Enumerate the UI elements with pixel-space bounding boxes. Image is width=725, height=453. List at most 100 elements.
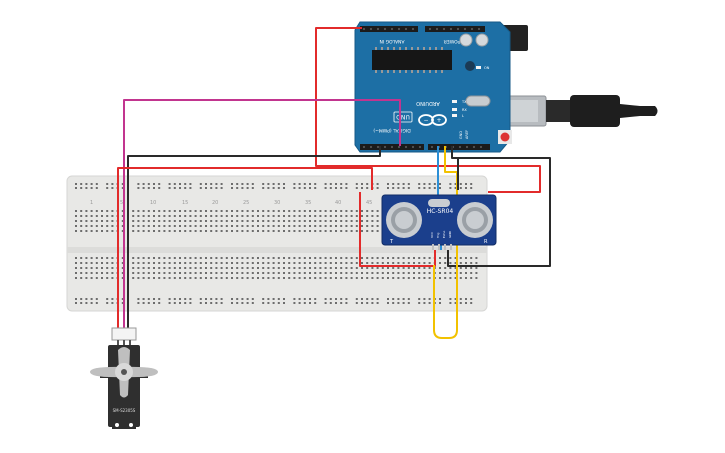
breadboard-hole[interactable] — [350, 272, 353, 274]
breadboard-hole[interactable] — [132, 225, 135, 227]
breadboard-hole[interactable] — [407, 277, 410, 279]
breadboard-hole[interactable] — [137, 225, 140, 227]
breadboard-hole[interactable] — [272, 220, 275, 222]
breadboard-hole[interactable] — [236, 272, 239, 274]
breadboard-hole[interactable] — [267, 298, 270, 300]
breadboard-hole[interactable] — [355, 225, 358, 227]
breadboard-hole[interactable] — [153, 262, 155, 264]
breadboard-hole[interactable] — [80, 187, 83, 189]
breadboard-hole[interactable] — [179, 272, 181, 274]
breadboard-hole[interactable] — [470, 298, 473, 300]
breadboard-hole[interactable] — [95, 277, 98, 279]
breadboard-hole[interactable] — [397, 183, 400, 185]
breadboard-hole[interactable] — [205, 262, 207, 264]
breadboard-hole[interactable] — [345, 262, 348, 264]
breadboard-hole[interactable] — [361, 267, 363, 269]
breadboard-hole[interactable] — [459, 257, 462, 259]
breadboard-hole[interactable] — [314, 183, 317, 185]
breadboard-hole[interactable] — [106, 215, 109, 217]
breadboard-hole[interactable] — [225, 262, 228, 264]
breadboard-hole[interactable] — [158, 257, 161, 259]
breadboard-hole[interactable] — [168, 225, 171, 227]
breadboard-hole[interactable] — [194, 277, 197, 279]
breadboard-hole[interactable] — [267, 210, 270, 212]
breadboard-hole[interactable] — [298, 277, 301, 279]
breadboard-hole[interactable] — [293, 220, 296, 222]
breadboard-hole[interactable] — [418, 187, 421, 189]
breadboard-hole[interactable] — [90, 262, 93, 264]
breadboard-hole[interactable] — [215, 267, 218, 269]
breadboard-hole[interactable] — [459, 277, 462, 279]
breadboard-hole[interactable] — [329, 272, 332, 274]
breadboard-hole[interactable] — [392, 302, 395, 304]
breadboard-hole[interactable] — [189, 210, 192, 212]
breadboard-hole[interactable] — [329, 302, 332, 304]
breadboard-hole[interactable] — [309, 225, 311, 227]
breadboard-hole[interactable] — [137, 262, 140, 264]
breadboard-hole[interactable] — [215, 225, 218, 227]
breadboard-hole[interactable] — [142, 302, 145, 304]
breadboard-hole[interactable] — [168, 215, 171, 217]
breadboard-hole[interactable] — [444, 267, 447, 269]
breadboard-hole[interactable] — [80, 298, 83, 300]
breadboard-hole[interactable] — [179, 302, 181, 304]
breadboard-hole[interactable] — [163, 220, 166, 222]
breadboard-hole[interactable] — [132, 267, 135, 269]
breadboard-hole[interactable] — [345, 257, 348, 259]
breadboard-hole[interactable] — [283, 257, 285, 259]
breadboard-hole[interactable] — [277, 220, 280, 222]
breadboard-hole[interactable] — [153, 272, 155, 274]
breadboard-hole[interactable] — [283, 262, 285, 264]
breadboard-hole[interactable] — [303, 230, 306, 232]
breadboard-hole[interactable] — [345, 225, 348, 227]
breadboard-hole[interactable] — [215, 272, 218, 274]
breadboard-hole[interactable] — [236, 183, 239, 185]
breadboard-hole[interactable] — [95, 187, 98, 189]
breadboard-hole[interactable] — [205, 302, 207, 304]
breadboard-hole[interactable] — [449, 187, 452, 189]
breadboard-hole[interactable] — [246, 215, 249, 217]
breadboard-hole[interactable] — [340, 277, 343, 279]
breadboard-hole[interactable] — [147, 302, 150, 304]
breadboard-hole[interactable] — [80, 210, 83, 212]
breadboard-hole[interactable] — [324, 298, 327, 300]
breadboard-hole[interactable] — [361, 230, 363, 232]
breadboard-hole[interactable] — [179, 267, 181, 269]
breadboard-hole[interactable] — [376, 262, 379, 264]
breadboard-hole[interactable] — [168, 272, 171, 274]
breadboard-hole[interactable] — [387, 298, 389, 300]
breadboard-hole[interactable] — [340, 183, 343, 185]
breadboard-hole[interactable] — [80, 183, 83, 185]
breadboard-hole[interactable] — [236, 225, 239, 227]
breadboard-hole[interactable] — [277, 257, 280, 259]
breadboard-hole[interactable] — [335, 230, 337, 232]
breadboard-hole[interactable] — [95, 298, 98, 300]
breadboard-hole[interactable] — [142, 257, 145, 259]
breadboard-hole[interactable] — [303, 225, 306, 227]
breadboard-hole[interactable] — [90, 257, 93, 259]
breadboard-hole[interactable] — [111, 220, 114, 222]
breadboard-hole[interactable] — [298, 187, 301, 189]
breadboard-hole[interactable] — [158, 220, 161, 222]
breadboard-hole[interactable] — [366, 262, 369, 264]
breadboard-hole[interactable] — [267, 183, 270, 185]
breadboard-hole[interactable] — [184, 183, 187, 185]
breadboard-hole[interactable] — [158, 277, 161, 279]
breadboard-hole[interactable] — [423, 272, 426, 274]
breadboard-hole[interactable] — [277, 302, 280, 304]
breadboard-hole[interactable] — [329, 262, 332, 264]
breadboard-hole[interactable] — [142, 272, 145, 274]
breadboard-hole[interactable] — [147, 230, 150, 232]
breadboard-hole[interactable] — [298, 225, 301, 227]
breadboard-hole[interactable] — [392, 262, 395, 264]
breadboard-hole[interactable] — [241, 298, 244, 300]
breadboard-hole[interactable] — [220, 225, 223, 227]
breadboard-hole[interactable] — [288, 267, 291, 269]
breadboard-hole[interactable] — [189, 302, 192, 304]
breadboard-hole[interactable] — [298, 210, 301, 212]
breadboard-hole[interactable] — [184, 230, 187, 232]
breadboard-hole[interactable] — [106, 267, 109, 269]
breadboard-hole[interactable] — [95, 267, 98, 269]
breadboard-hole[interactable] — [371, 225, 374, 227]
breadboard-hole[interactable] — [111, 230, 114, 232]
